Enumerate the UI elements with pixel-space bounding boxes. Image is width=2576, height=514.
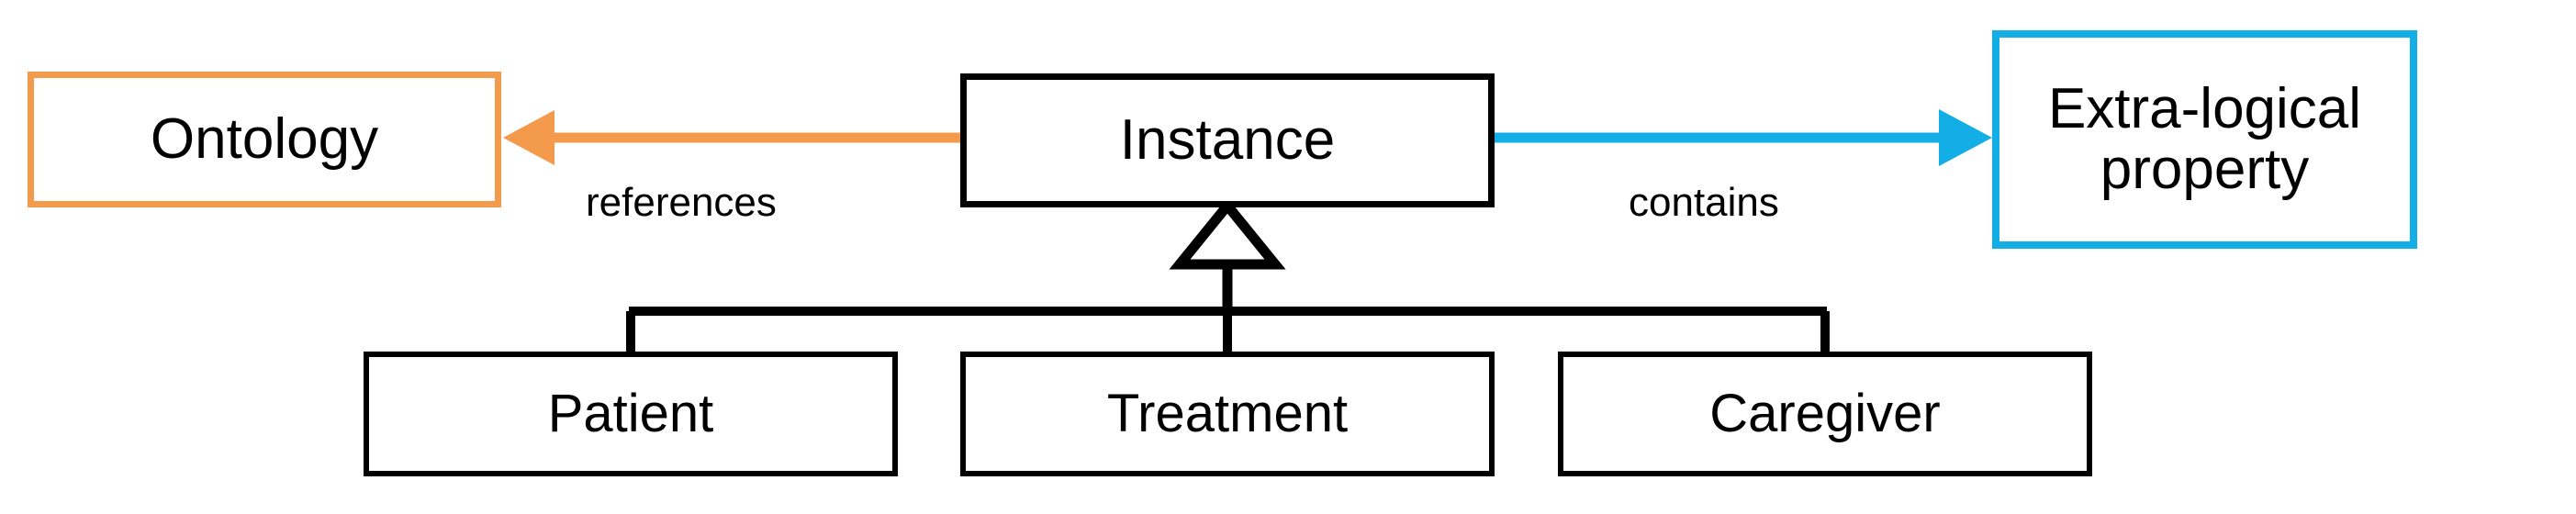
node-extra-logical-property-label: Extra-logical property <box>2047 77 2362 201</box>
node-treatment-label: Treatment <box>1106 384 1349 444</box>
node-patient[interactable]: Patient <box>364 352 898 476</box>
generalization-triangle-icon <box>1169 197 1286 270</box>
node-ontology-label: Ontology <box>150 107 379 172</box>
node-extra-logical-property[interactable]: Extra-logical property <box>1992 30 2417 249</box>
edge-contains <box>1495 109 1992 166</box>
edge-generalization <box>626 197 1830 354</box>
node-treatment[interactable]: Treatment <box>960 352 1495 476</box>
edge-label-references: references <box>586 180 777 225</box>
edge-references <box>503 110 960 165</box>
node-caregiver-label: Caregiver <box>1709 384 1941 444</box>
node-patient-label: Patient <box>547 384 714 444</box>
node-instance[interactable]: Instance <box>960 73 1495 207</box>
node-instance-label: Instance <box>1119 108 1336 173</box>
references-arrowhead-icon <box>503 110 554 165</box>
node-caregiver[interactable]: Caregiver <box>1558 352 2092 476</box>
edge-label-contains: contains <box>1629 180 1779 225</box>
node-ontology[interactable]: Ontology <box>28 72 501 207</box>
contains-arrowhead-icon <box>1939 109 1992 166</box>
